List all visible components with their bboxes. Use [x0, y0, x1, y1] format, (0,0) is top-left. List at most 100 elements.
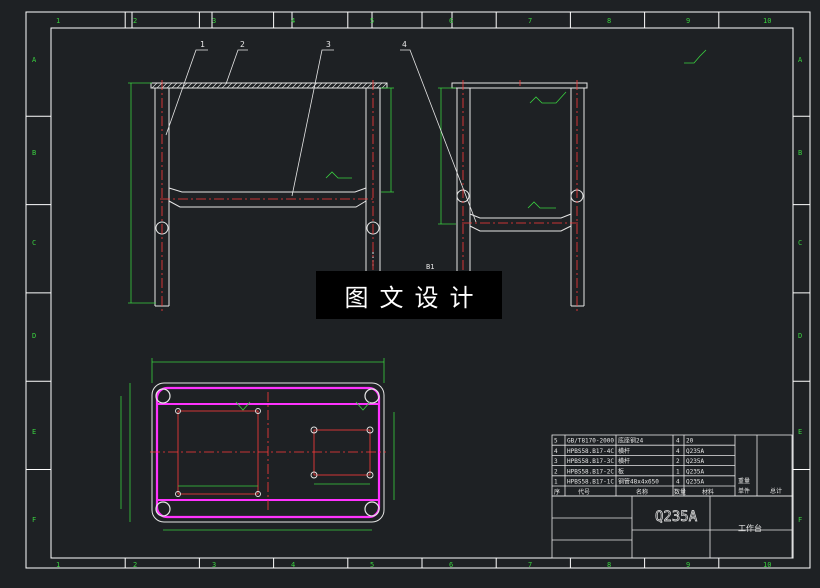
- bolt-hole-1: [175, 408, 181, 414]
- parts-list-header-cell: 名称: [636, 488, 648, 496]
- top-zone-number: 10: [763, 17, 771, 25]
- hatch-line: [216, 82, 223, 89]
- parts-list-cell: HPBS58.B17-2C: [567, 468, 614, 475]
- left-zone-letter: E: [32, 428, 36, 436]
- bolt-hole-2: [255, 408, 261, 414]
- weld-symbol-side-top: [529, 91, 567, 104]
- front-view: [128, 80, 394, 314]
- zone-ticks: [26, 12, 810, 568]
- title-block-border: [551, 495, 793, 559]
- side-rail-top: [469, 213, 572, 219]
- hatch-line: [321, 82, 328, 89]
- parts-list-cell: Q235A: [686, 479, 704, 486]
- parts-list-cell: GB/T8170-2000: [567, 438, 614, 445]
- top-zone-number: 4: [291, 17, 295, 25]
- leader-2: [225, 49, 248, 85]
- hatch-line: [301, 82, 308, 89]
- parts-list-header-cell: 单件: [738, 487, 750, 495]
- hatch-line: [331, 82, 338, 89]
- hatch-line: [166, 82, 173, 89]
- parts-list-row-lines: [552, 444, 735, 487]
- left-zone-letter: D: [32, 332, 36, 340]
- parts-list-cell: 2: [676, 458, 680, 465]
- hatch-line: [236, 82, 243, 89]
- hatch-line: [281, 82, 288, 89]
- hatch-line: [286, 82, 293, 89]
- hatch-line: [351, 82, 358, 89]
- hatch-line: [226, 82, 233, 89]
- bolt-hole-4: [255, 491, 261, 497]
- side-top-plate: [451, 82, 588, 89]
- parts-list-cell: 底座钢24: [618, 437, 644, 445]
- bottom-zone-number: 1: [56, 561, 60, 569]
- hatch-line: [156, 82, 163, 89]
- title-drawing-name: 工作台: [738, 523, 762, 533]
- bottom-zone-number: 7: [528, 561, 532, 569]
- hatch-line: [206, 82, 213, 89]
- hatch-line: [191, 82, 198, 89]
- parts-list-cell: 横杆: [618, 447, 630, 455]
- right-zone-letter: B: [798, 149, 802, 157]
- top-zone-number: 2: [133, 17, 137, 25]
- parts-list-cell: HPBS58.B17-4C: [567, 448, 614, 455]
- bottom-zone-number: 5: [370, 561, 374, 569]
- parts-list-cell: 板: [618, 467, 624, 475]
- hatch-line: [366, 82, 373, 89]
- weld-symbol-plan-1: [235, 401, 251, 411]
- hatch-line: [346, 82, 353, 89]
- plan-dimensions: [120, 358, 395, 531]
- bottom-zone-number: 6: [449, 561, 453, 569]
- top-zone-number: 6: [449, 17, 453, 25]
- plan-hole-br: [364, 501, 380, 517]
- leader-4: [400, 49, 477, 223]
- hatch-line: [276, 82, 283, 89]
- parts-list-cell: 5: [554, 438, 558, 445]
- hatch-line: [201, 82, 208, 89]
- hatch-line: [291, 82, 298, 89]
- bolt-hole-7: [310, 471, 318, 479]
- bottom-zone-number: 2: [133, 561, 137, 569]
- hatch-line: [376, 82, 383, 89]
- hatch-line: [186, 82, 193, 89]
- bottom-zone-number: 8: [607, 561, 611, 569]
- lower-rail-bottom: [168, 200, 367, 208]
- hatch-line: [251, 82, 258, 89]
- plan-mounting-pattern: [150, 392, 386, 512]
- top-zone-number: 8: [607, 17, 611, 25]
- top-hatch: [151, 82, 388, 89]
- balloon-3: 3: [326, 40, 331, 49]
- bottom-zone-number: 9: [686, 561, 690, 569]
- left-zone-letter: C: [32, 239, 36, 247]
- watermark-banner: 图文设计: [316, 271, 502, 319]
- hatch-line: [256, 82, 263, 89]
- parts-list-cell: 4: [676, 438, 680, 445]
- right-zone-letter: C: [798, 239, 802, 247]
- hatch-line: [361, 82, 368, 89]
- hatch-line: [356, 82, 363, 89]
- parts-list-header-cell: 序: [554, 488, 560, 496]
- plan-hole-tr: [364, 388, 380, 404]
- hatch-line: [151, 82, 158, 89]
- weld-symbol-side-rail: [527, 201, 556, 209]
- parts-list-cell: 4: [554, 448, 558, 455]
- hatch-line: [341, 82, 348, 89]
- parts-list-cell: 2: [554, 468, 558, 475]
- balloon-4: 4: [402, 40, 407, 49]
- hatch-line: [306, 82, 313, 89]
- top-zone-number: 7: [528, 17, 532, 25]
- hatch-line: [171, 82, 178, 89]
- balloon-2: 2: [240, 40, 245, 49]
- parts-list-header-cell: 总计: [770, 487, 782, 495]
- bolt-hole-3: [175, 491, 181, 497]
- balloons: 1 2 3 4: [200, 40, 407, 49]
- leader-1: [165, 49, 208, 136]
- parts-list-table: [551, 434, 793, 559]
- top-zone-number: 9: [686, 17, 690, 25]
- plan-view: [120, 358, 395, 531]
- hatch-line: [246, 82, 253, 89]
- bottom-zone-number: 10: [763, 561, 771, 569]
- hatch-line: [271, 82, 278, 89]
- side-dimensions: [438, 49, 707, 225]
- plan-bolt-holes: [175, 408, 374, 497]
- leader-3: [291, 49, 334, 197]
